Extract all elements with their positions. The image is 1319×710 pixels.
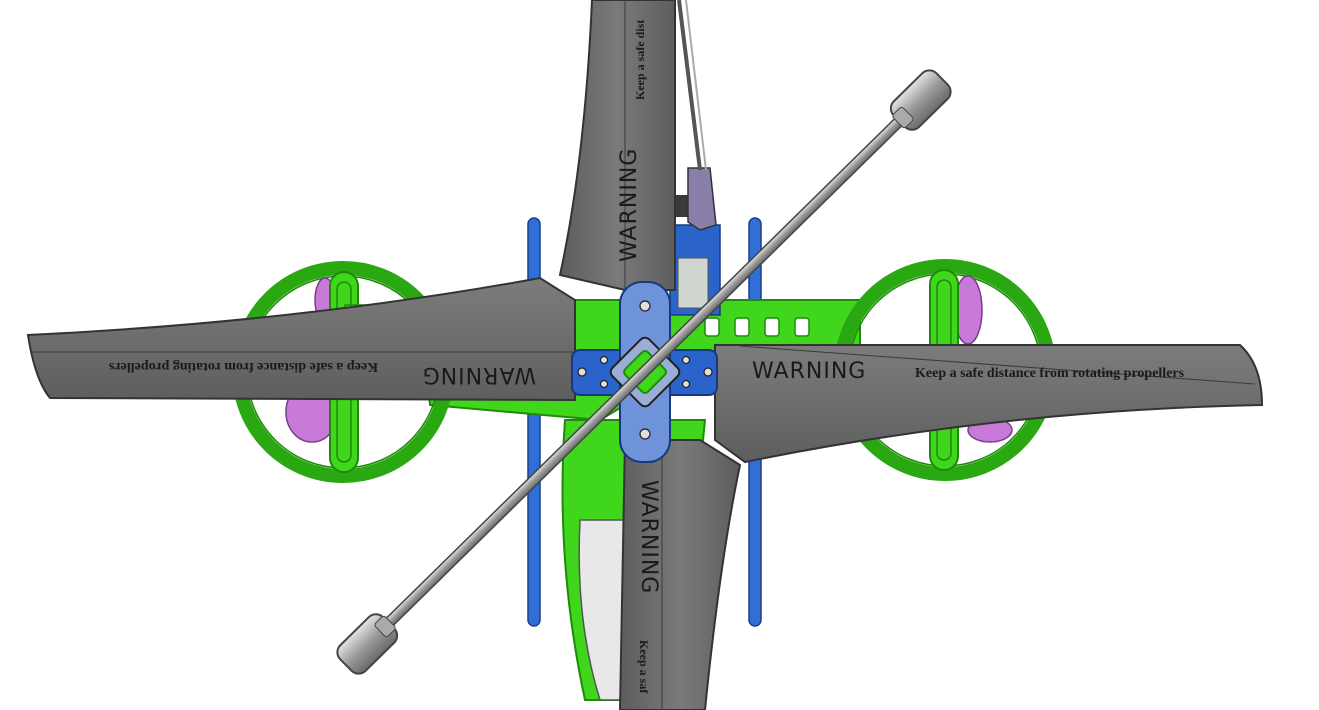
keep-distance-label-right: Keep a safe distance from rotating prope…: [915, 366, 1185, 381]
warning-label-left: WARNING: [422, 362, 536, 387]
blade-labels: WARNING Keep a safe distance from rotati…: [108, 20, 1184, 695]
blade-left: [26, 276, 576, 402]
warning-label-bottom: WARNING: [636, 480, 661, 594]
keep-distance-label-left: Keep a safe distance from rotating prope…: [108, 359, 378, 374]
keep-distance-label-bottom: Keep a saf: [637, 640, 651, 694]
electronics-box: [669, 0, 721, 316]
hub-bolt-icon: [577, 300, 713, 440]
blade-top: [558, 0, 676, 291]
keep-distance-label-top: Keep a safe dist: [633, 20, 647, 100]
diagonal-rod: [336, 69, 952, 675]
blade-bottom: [618, 439, 742, 710]
warning-label-right: WARNING: [752, 359, 866, 384]
warning-label-top: WARNING: [617, 148, 642, 262]
propeller-blades: [26, 0, 1264, 710]
